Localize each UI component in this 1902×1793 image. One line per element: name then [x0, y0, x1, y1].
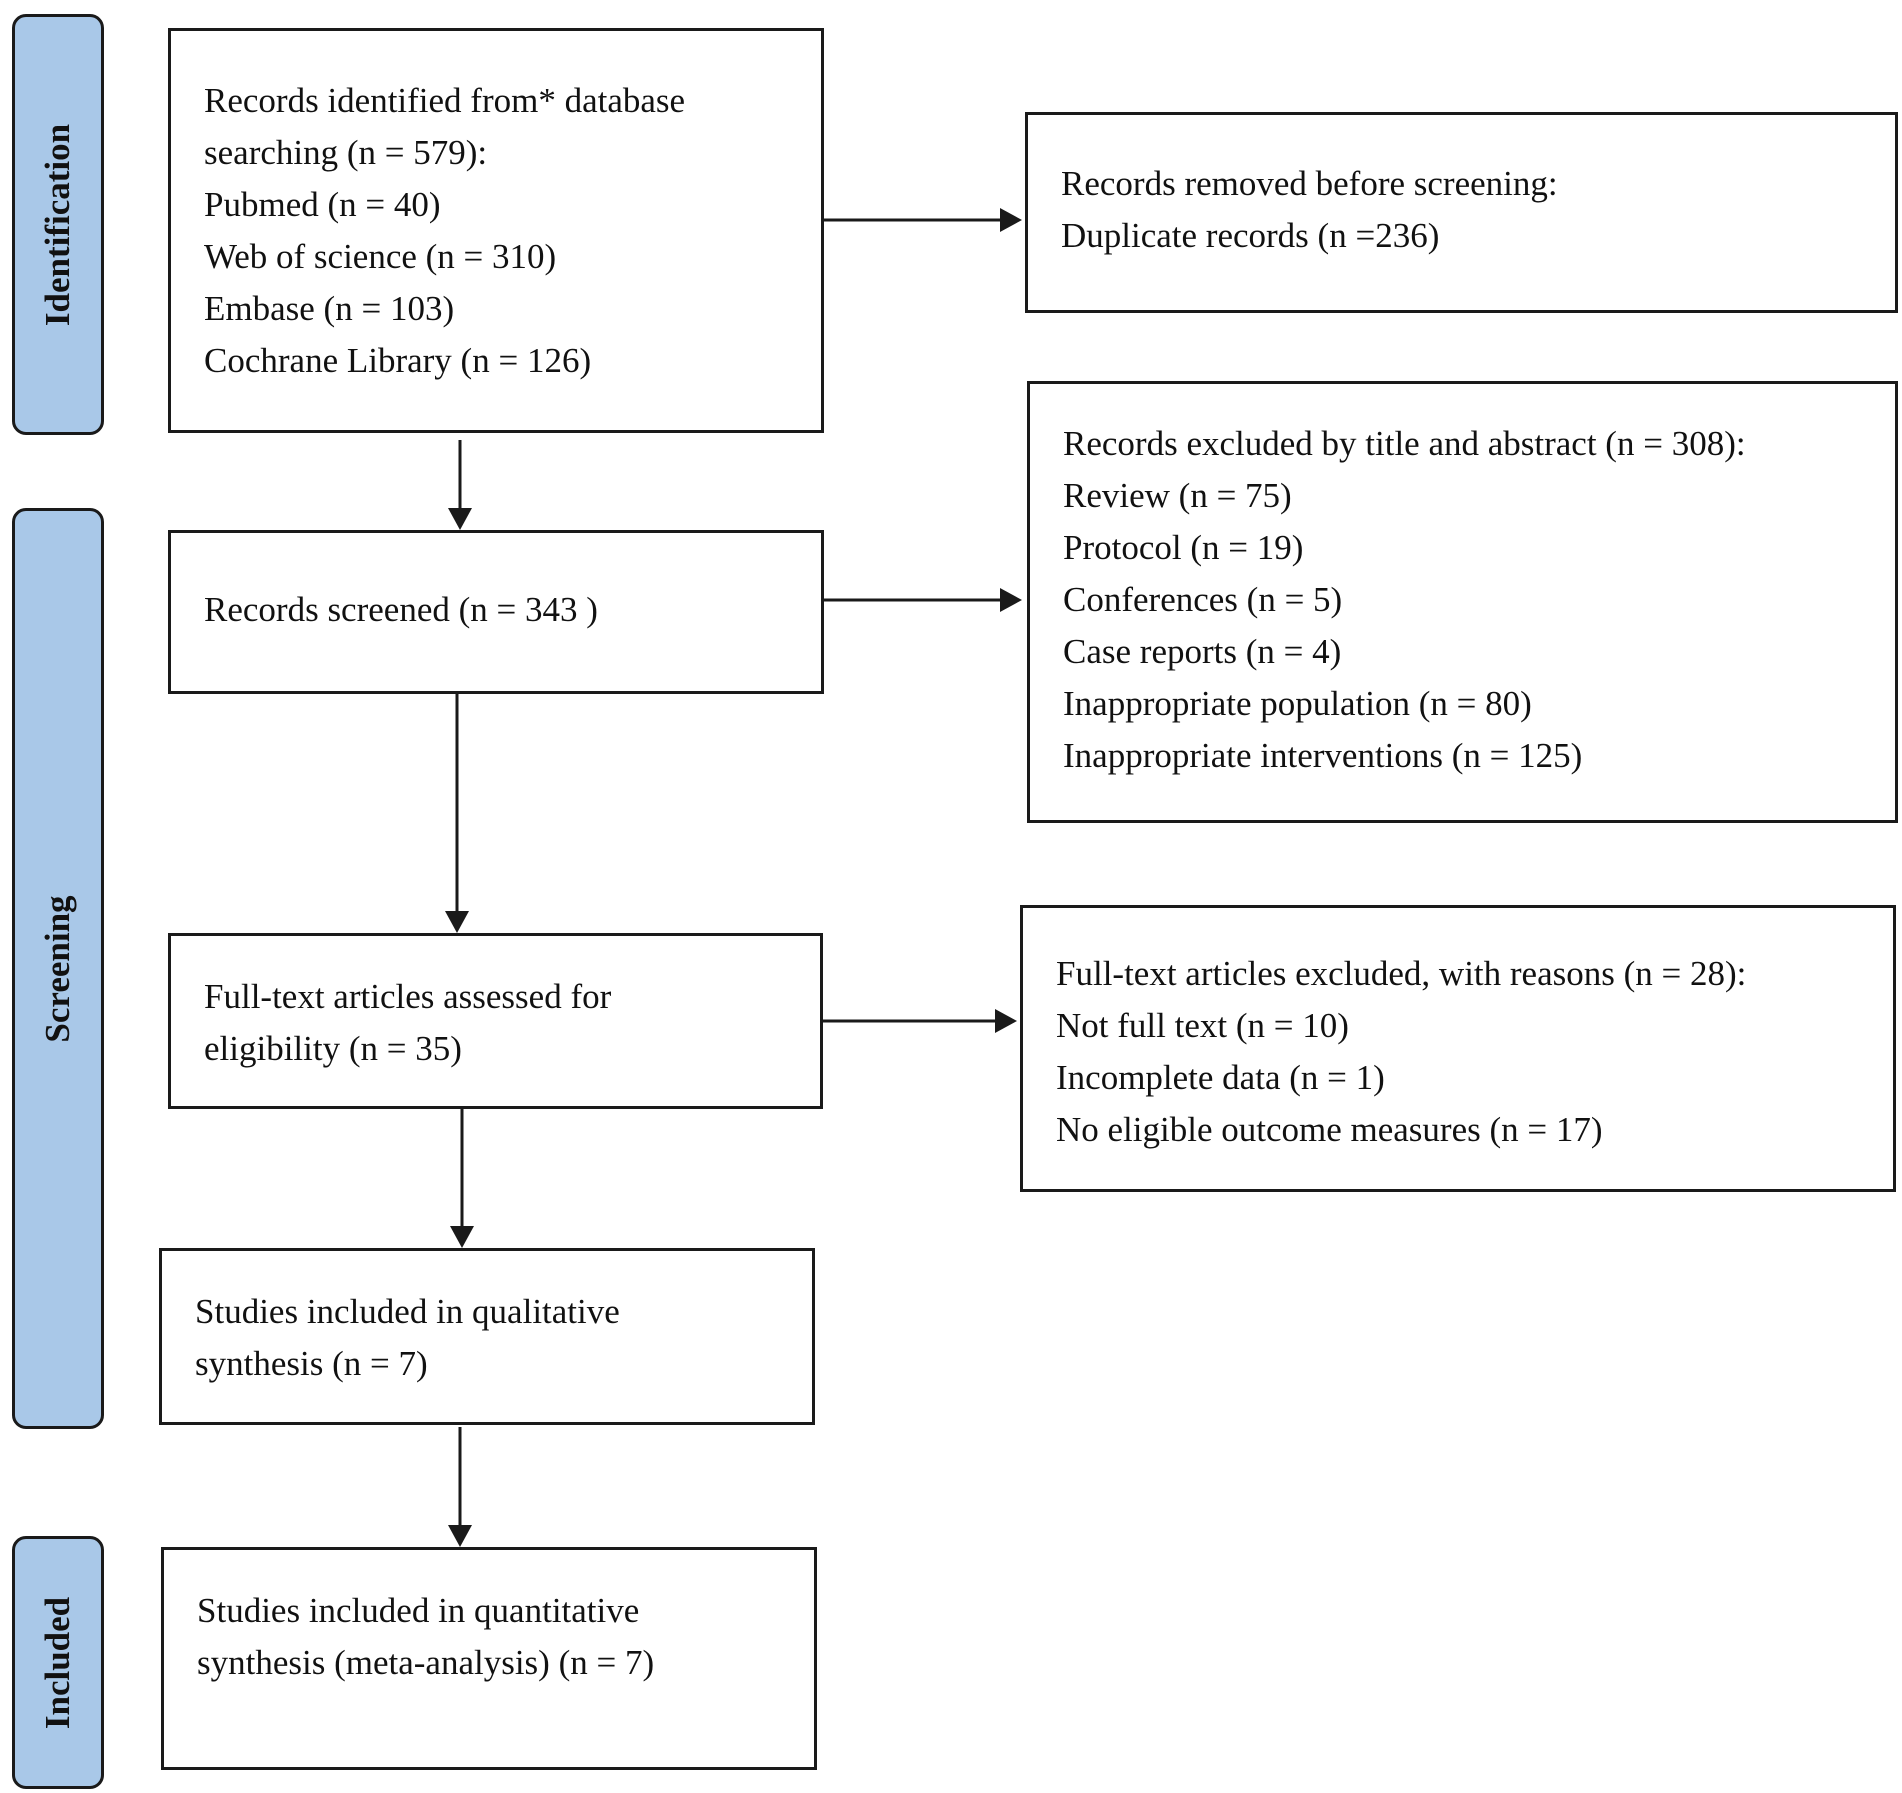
quantitative-synthesis-box: Studies included in quantitative synthes…	[161, 1547, 817, 1770]
arrowhead-assessed-to-qualitative	[450, 1226, 474, 1248]
box-line: Full-text articles excluded, with reason…	[1056, 954, 1747, 993]
box-line: Full-text articles assessed for	[204, 977, 612, 1016]
qualitative-synthesis-box: Studies included in qualitative synthesi…	[159, 1248, 815, 1425]
box-line: Incomplete data (n = 1)	[1056, 1058, 1385, 1097]
box-line: Inappropriate population (n = 80)	[1063, 684, 1532, 723]
box-line: synthesis (meta-analysis) (n = 7)	[197, 1643, 655, 1682]
box-line: Review (n = 75)	[1063, 476, 1292, 515]
records-screened-box: Records screened (n = 343 )	[168, 530, 824, 694]
box-line: Not full text (n = 10)	[1056, 1006, 1349, 1045]
arrowhead-assessed-to-excluded	[995, 1009, 1017, 1033]
arrowhead-identified-to-removed	[1000, 208, 1022, 232]
phase-screening: Screening	[12, 508, 104, 1429]
phase-identification: Identification	[12, 14, 104, 435]
box-line: Cochrane Library (n = 126)	[204, 341, 592, 380]
box-line: Studies included in qualitative	[195, 1292, 620, 1331]
records-excluded-box: Records excluded by title and abstract (…	[1027, 381, 1898, 823]
phase-screening-label: Screening	[38, 894, 77, 1043]
phase-identification-label: Identification	[38, 123, 77, 326]
box-line: Inappropriate interventions (n = 125)	[1063, 736, 1583, 775]
box-line: searching (n = 579):	[204, 133, 488, 172]
box-line: Duplicate records (n =236)	[1061, 216, 1440, 255]
box-line: eligibility (n = 35)	[204, 1029, 462, 1068]
arrowhead-identified-to-screened	[448, 508, 472, 530]
phase-included-label: Included	[38, 1596, 77, 1729]
box-line: synthesis (n = 7)	[195, 1344, 428, 1383]
arrowhead-screened-to-assessed	[445, 911, 469, 933]
box-line: No eligible outcome measures (n = 17)	[1056, 1110, 1603, 1149]
arrowhead-qualitative-to-quantitative	[448, 1525, 472, 1547]
arrowhead-screened-to-excluded	[1000, 588, 1022, 612]
box-line: Protocol (n = 19)	[1063, 528, 1304, 567]
box-line: Pubmed (n = 40)	[204, 185, 441, 224]
fulltext-excluded-box: Full-text articles excluded, with reason…	[1020, 905, 1896, 1192]
box-line: Records excluded by title and abstract (…	[1063, 424, 1746, 463]
box-line: Records removed before screening:	[1061, 164, 1558, 203]
records-removed-box: Records removed before screening: Duplic…	[1025, 112, 1898, 313]
box-line: Case reports (n = 4)	[1063, 632, 1342, 671]
box-line: Web of science (n = 310)	[204, 237, 557, 276]
box-line: Conferences (n = 5)	[1063, 580, 1343, 619]
records-identified-box: Records identified from* database search…	[168, 28, 824, 433]
box-line: Records screened (n = 343 )	[204, 590, 598, 629]
box-line: Records identified from* database	[204, 81, 686, 120]
fulltext-assessed-box: Full-text articles assessed for eligibil…	[168, 933, 823, 1109]
phase-included: Included	[12, 1536, 104, 1789]
box-line: Embase (n = 103)	[204, 289, 455, 328]
box-line: Studies included in quantitative	[197, 1591, 640, 1630]
